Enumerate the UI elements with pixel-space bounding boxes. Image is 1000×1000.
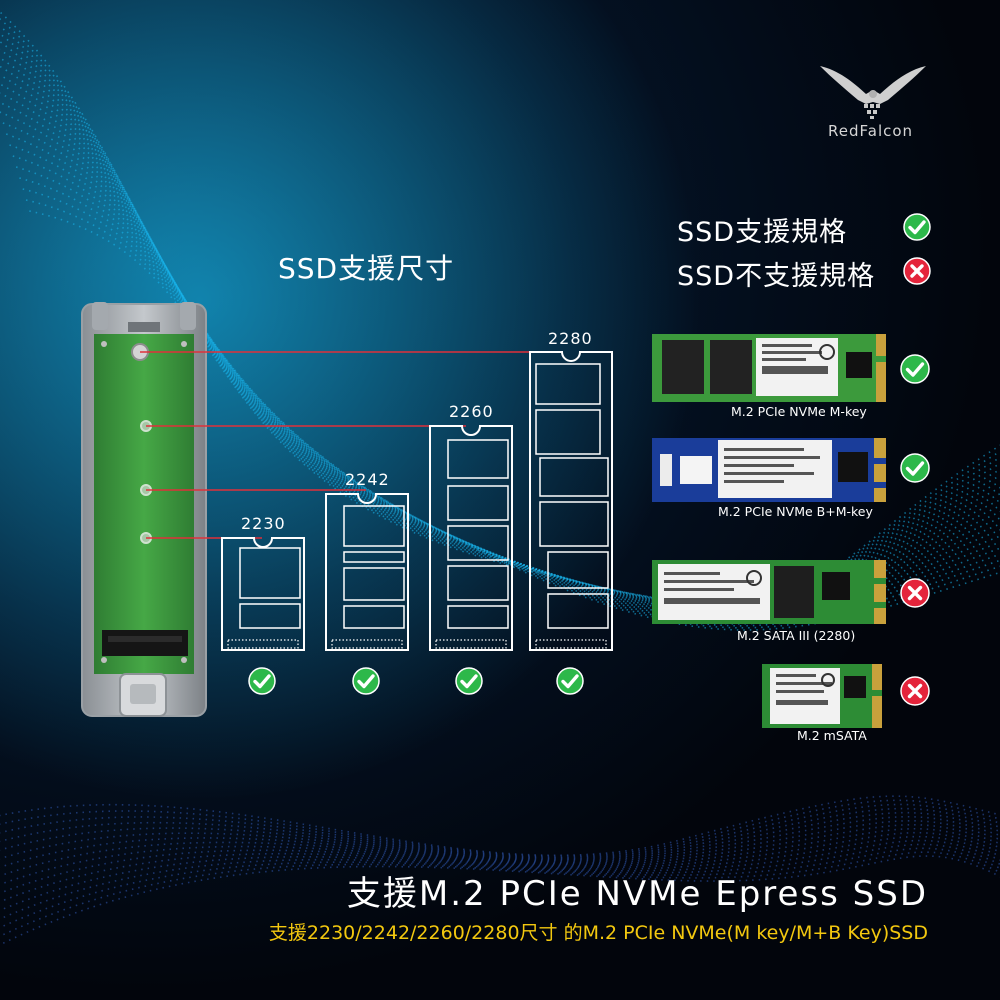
headline-subtitle: 支援2230/2242/2260/2280尺寸 的M.2 PCIe NVMe(M… xyxy=(268,922,928,944)
wave-line xyxy=(0,48,1000,621)
ssd-size-outline xyxy=(529,351,613,651)
wave-line xyxy=(0,101,1000,613)
wave-line xyxy=(0,843,1000,920)
spec-caption-nvme-m-key: M.2 PCIe NVMe M-key xyxy=(731,404,867,419)
size-label-2260: 2260 xyxy=(449,402,494,421)
ssd-chip-outline xyxy=(447,525,509,561)
check-icon xyxy=(455,667,483,695)
check-icon xyxy=(900,354,930,384)
check-icon xyxy=(556,667,584,695)
ssd-connector-pins xyxy=(331,639,403,649)
size-label-2230: 2230 xyxy=(241,514,286,533)
wave-line xyxy=(0,815,1000,863)
wave-line xyxy=(0,827,1000,886)
falcon-logo-icon xyxy=(820,66,926,119)
cross-icon xyxy=(900,578,930,608)
ssd-size-outline xyxy=(429,425,513,651)
ssd-connector-pins xyxy=(535,639,607,649)
wave-line xyxy=(0,839,1000,912)
ssd-chip-outline xyxy=(547,551,609,589)
wave-line xyxy=(0,25,1000,627)
check-icon xyxy=(903,213,931,241)
ssd-chip-outline xyxy=(343,551,405,563)
ssd-size-outline xyxy=(325,493,409,651)
wave-line xyxy=(15,166,1000,607)
ssd-chip-outline xyxy=(447,485,509,521)
ssd-nvme-bm-key-image xyxy=(652,438,886,502)
spec-caption-msata: M.2 mSATA xyxy=(797,728,867,743)
cross-icon xyxy=(903,257,931,285)
wave-line xyxy=(0,819,1000,869)
wave-line xyxy=(29,210,1000,605)
check-icon xyxy=(900,453,930,483)
ssd-chip-outline xyxy=(535,363,601,405)
check-icon xyxy=(248,667,276,695)
size-label-2242: 2242 xyxy=(345,470,390,489)
ssd-chip-outline xyxy=(547,593,609,629)
ssd-chip-outline xyxy=(239,547,301,599)
ssd-chip-outline xyxy=(343,605,405,629)
wave-line xyxy=(0,799,1000,858)
sizes-title: SSD支援尺寸 xyxy=(278,252,455,285)
brand-name: RedFalcon xyxy=(828,122,914,140)
ssd-connector-pins xyxy=(435,639,507,649)
legend-supported-label: SSD支援規格 xyxy=(677,217,848,248)
ssd-msata-image xyxy=(762,664,882,728)
ssd-chip-outline xyxy=(239,603,301,629)
spec-caption-sata: M.2 SATA III (2280) xyxy=(737,628,856,643)
size-label-2280: 2280 xyxy=(548,329,593,348)
ssd-chip-outline xyxy=(447,439,509,479)
ssd-chip-outline xyxy=(539,457,609,497)
cross-icon xyxy=(900,676,930,706)
ssd-chip-outline xyxy=(447,605,509,629)
wave-line xyxy=(0,111,1000,611)
wave-line xyxy=(0,74,1000,617)
check-icon xyxy=(352,667,380,695)
brand-logo: RedFalcon xyxy=(818,60,928,140)
ssd-connector-pins xyxy=(227,639,299,649)
ssd-size-outline xyxy=(221,537,305,651)
ssd-chip-outline xyxy=(535,409,601,455)
ssd-chip-outline xyxy=(539,501,609,547)
enclosure-image xyxy=(81,302,207,717)
ssd-chip-outline xyxy=(343,505,405,547)
ssd-chip-outline xyxy=(447,565,509,601)
legend-unsupported-label: SSD不支援規格 xyxy=(677,261,876,292)
ssd-sata-image xyxy=(652,560,886,624)
headline-title: 支援M.2 PCIe NVMe Epress SSD xyxy=(346,874,928,914)
spec-caption-nvme-bm-key: M.2 PCIe NVMe B+M-key xyxy=(718,504,873,519)
ssd-nvme-m-key-image xyxy=(652,334,886,402)
ssd-chip-outline xyxy=(343,567,405,601)
